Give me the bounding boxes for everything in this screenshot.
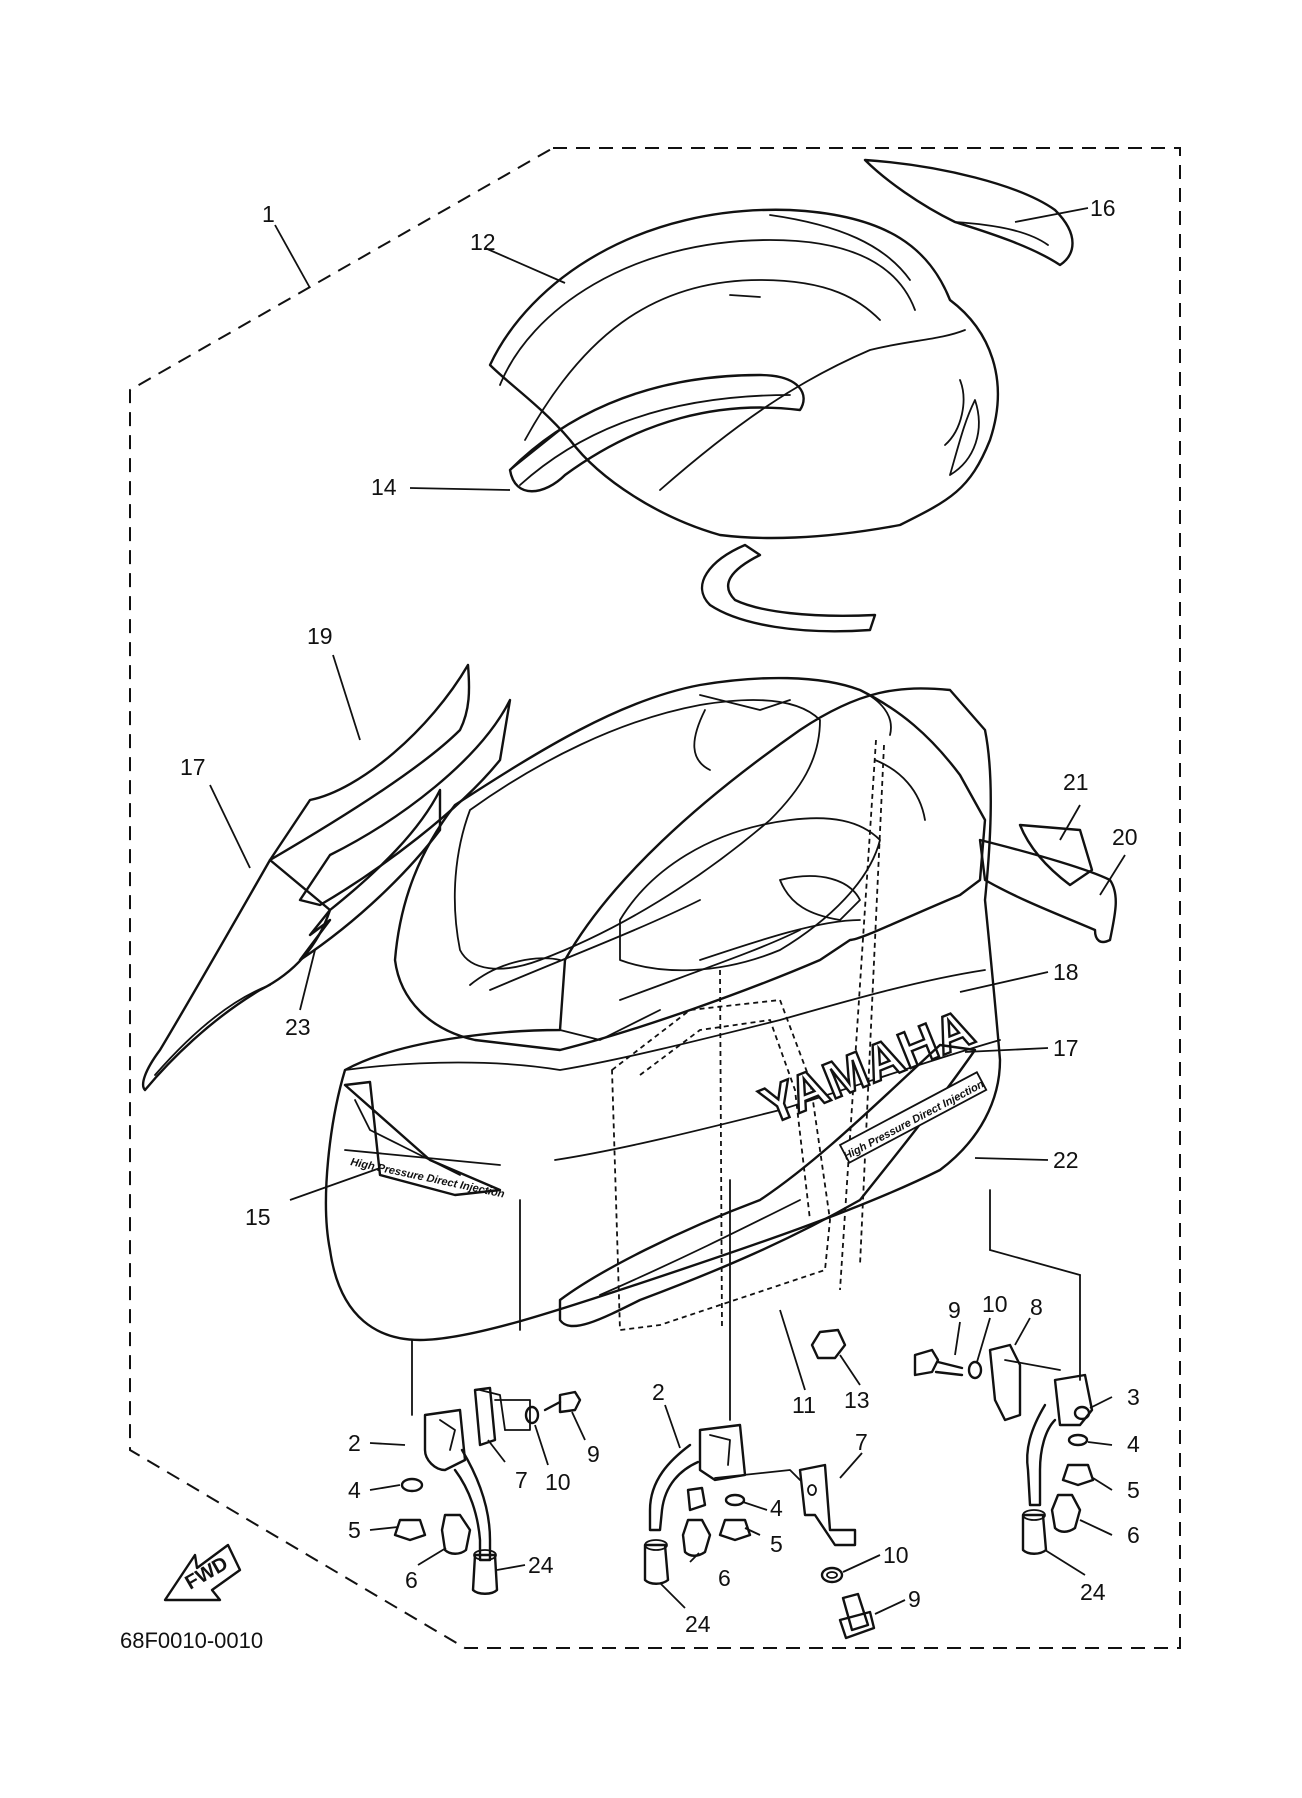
lower-cowling-part <box>324 687 1002 1342</box>
callout-12: 12 <box>470 229 496 255</box>
callout-10-center: 10 <box>883 1542 909 1568</box>
callout-16: 16 <box>1090 195 1116 221</box>
top-cover-part <box>488 208 999 540</box>
callout-4-left: 4 <box>348 1477 361 1503</box>
callout-7-center: 7 <box>855 1429 868 1455</box>
seal-part <box>508 373 805 493</box>
decal-19b-part <box>298 698 512 907</box>
callout-13: 13 <box>844 1387 870 1413</box>
callout-10-right: 10 <box>982 1291 1008 1317</box>
callout-6-center: 6 <box>718 1565 731 1591</box>
callout-9-left: 9 <box>587 1441 600 1467</box>
callout-5-center: 5 <box>770 1531 783 1557</box>
nut-13-part <box>810 1328 847 1360</box>
decal-16-part <box>863 158 1074 267</box>
callout-19: 19 <box>307 623 333 649</box>
callout-6-left: 6 <box>405 1567 418 1593</box>
assembly-boundary <box>129 147 1181 1649</box>
left-hinge-assembly <box>393 1339 582 1595</box>
seal-strip-part <box>700 543 877 633</box>
callout-3: 3 <box>1127 1384 1140 1410</box>
callout-5-right: 5 <box>1127 1477 1140 1503</box>
fwd-label: FWD <box>182 1553 232 1595</box>
callout-6-right: 6 <box>1127 1522 1140 1548</box>
drawing-code: 68F0010-0010 <box>120 1628 263 1653</box>
right-hinge-assembly <box>913 1189 1095 1555</box>
callout-10-left: 10 <box>545 1469 571 1495</box>
callout-labels: 1 12 16 14 19 17 21 20 18 17 23 22 15 11… <box>120 195 1140 1653</box>
callout-8: 8 <box>1030 1294 1043 1320</box>
callout-4-right: 4 <box>1127 1431 1140 1457</box>
center-hinge-assembly <box>643 1179 876 1640</box>
callout-21: 21 <box>1063 769 1089 795</box>
mount-guide-lines <box>611 739 885 1332</box>
callout-23: 23 <box>285 1014 311 1040</box>
decal-23-part <box>298 788 442 962</box>
callout-24-right: 24 <box>1080 1579 1106 1605</box>
callout-9-center: 9 <box>908 1586 921 1612</box>
fwd-direction-arrow: FWD <box>163 1543 242 1602</box>
callout-11: 11 <box>792 1392 816 1418</box>
decal-17-left-part <box>141 858 332 1092</box>
callout-22: 22 <box>1053 1147 1079 1173</box>
callout-17-left: 17 <box>180 754 206 780</box>
callout-1: 1 <box>262 201 275 227</box>
decal-20-part <box>978 838 1117 944</box>
callout-2-center: 2 <box>652 1379 665 1405</box>
callout-24-left: 24 <box>528 1552 554 1578</box>
cowling-hood-part <box>393 676 987 1052</box>
callout-18: 18 <box>1053 959 1079 985</box>
callout-9-right: 9 <box>948 1297 961 1323</box>
side-decal-15: High Pressure Direct Injection <box>343 1080 506 1201</box>
callout-20: 20 <box>1112 824 1138 850</box>
callout-4-center: 4 <box>770 1495 783 1521</box>
callout-2-left: 2 <box>348 1430 361 1456</box>
callout-7-left: 7 <box>515 1467 528 1493</box>
callout-24-center: 24 <box>685 1611 711 1637</box>
leader-lines <box>209 207 1126 1615</box>
callout-14: 14 <box>371 474 397 500</box>
callout-5-left: 5 <box>348 1517 361 1543</box>
decal-21-part <box>1018 823 1094 887</box>
callout-15: 15 <box>245 1204 271 1230</box>
inner-ring-part <box>619 817 881 972</box>
callout-17-right: 17 <box>1053 1035 1079 1061</box>
decal-19-part <box>268 663 471 862</box>
